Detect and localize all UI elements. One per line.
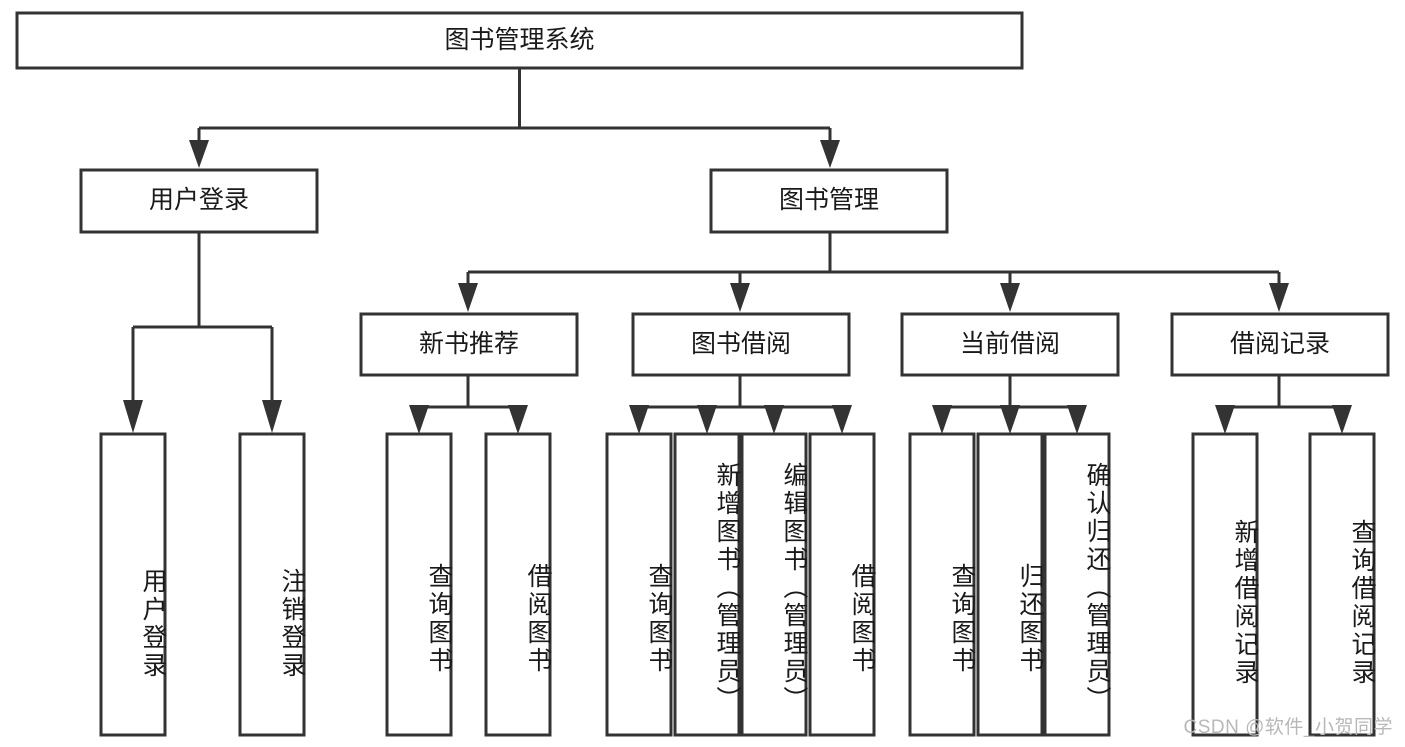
edge-current-borrow-to-leaves bbox=[932, 375, 1087, 434]
arrow-to-leaf-rec-borrow bbox=[508, 405, 528, 434]
node-box-user-login[interactable] bbox=[79, 168, 319, 234]
node-box-leaf-borrow-lend[interactable] bbox=[808, 432, 876, 737]
node-box-borrow-record[interactable] bbox=[1170, 312, 1390, 377]
node-box-leaf-cur-query[interactable] bbox=[908, 432, 976, 737]
edge-root-to-level2 bbox=[189, 68, 840, 168]
node-box-leaf-user-logout[interactable] bbox=[238, 432, 306, 737]
node-box-book-borrow[interactable] bbox=[631, 312, 851, 377]
arrow-to-leaf-rec-add bbox=[1215, 405, 1235, 434]
node-box-leaf-rec-query[interactable] bbox=[385, 432, 453, 737]
node-box-leaf-borrow-add[interactable] bbox=[673, 432, 741, 737]
arrow-to-borrow-record bbox=[1269, 283, 1289, 312]
arrow-to-leaf-user-login bbox=[123, 400, 143, 433]
node-box-leaf-borrow-edit[interactable] bbox=[740, 432, 808, 737]
arrow-to-current-borrow bbox=[1000, 283, 1020, 312]
arrow-to-leaf-cur-confirm bbox=[1067, 405, 1087, 434]
arrow-to-new-book-rec bbox=[458, 283, 478, 312]
edge-borrow-record-to-leaves bbox=[1215, 375, 1352, 434]
edge-book-borrow-to-leaves bbox=[629, 375, 852, 434]
node-box-leaf-borrow-query[interactable] bbox=[605, 432, 673, 737]
edge-new-book-rec-to-leaves bbox=[409, 375, 528, 434]
node-box-leaf-rec-query2[interactable] bbox=[1308, 432, 1376, 737]
edge-book-mgmt-to-level3 bbox=[458, 232, 1289, 312]
node-box-leaf-cur-return[interactable] bbox=[976, 432, 1044, 737]
arrow-to-book-borrow bbox=[730, 283, 750, 312]
arrow-to-leaf-borrow-add bbox=[697, 405, 717, 434]
node-box-current-borrow[interactable] bbox=[900, 312, 1120, 377]
arrow-to-user-login bbox=[189, 140, 209, 168]
node-box-leaf-cur-confirm[interactable] bbox=[1043, 432, 1111, 737]
arrow-to-leaf-user-logout bbox=[262, 400, 282, 433]
node-box-leaf-user-login[interactable] bbox=[99, 432, 167, 737]
node-box-book-mgmt[interactable] bbox=[709, 168, 949, 234]
arrow-to-leaf-borrow-lend bbox=[832, 405, 852, 434]
arrow-to-leaf-borrow-query bbox=[629, 405, 649, 434]
edge-user-login-to-leaves bbox=[123, 232, 282, 433]
arrow-to-leaf-borrow-edit bbox=[764, 405, 784, 434]
arrow-to-leaf-cur-return bbox=[1000, 405, 1020, 434]
arrow-to-book-mgmt bbox=[820, 140, 840, 168]
csdn-watermark: CSDN @软件_小贺同学 bbox=[1183, 717, 1393, 738]
node-box-root[interactable] bbox=[15, 11, 1024, 70]
arrow-to-leaf-rec-query2 bbox=[1332, 405, 1352, 434]
arrow-to-leaf-rec-query bbox=[409, 405, 429, 434]
node-box-leaf-rec-add[interactable] bbox=[1191, 432, 1259, 737]
node-box-leaf-rec-borrow[interactable] bbox=[484, 432, 552, 737]
node-box-new-book-rec[interactable] bbox=[359, 312, 579, 377]
arrow-to-leaf-cur-query bbox=[932, 405, 952, 434]
